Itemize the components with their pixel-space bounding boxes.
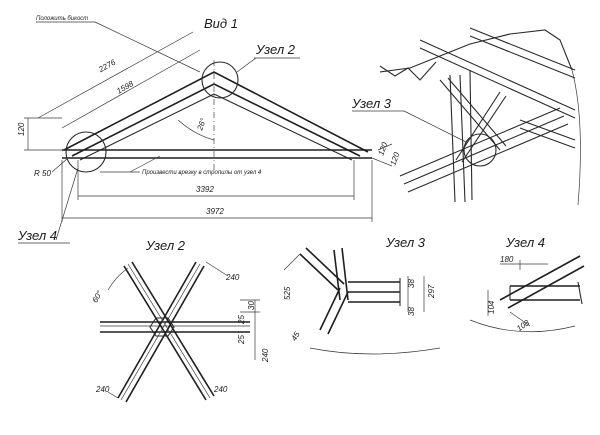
detail2-25a: 25 [237,315,246,325]
node3-circle [463,133,497,167]
rafter-outer [63,71,369,153]
detail3-45: 45 [289,330,302,343]
dim-2276: 2276 [96,57,117,74]
node4-circle [65,131,107,173]
dim-line-2276 [37,31,194,119]
dim-3972: 3972 [206,207,224,216]
dim-120-left: 120 [17,122,26,136]
dim-line-1598 [61,49,201,129]
rafter-inner [71,83,361,157]
detail-node2: Узел 2 60° 240 30 25 25 240 240 240 [90,238,270,403]
radius-label: R 50 [34,169,51,178]
detail2-30: 30 [247,301,256,310]
detail2-240-br: 240 [213,385,228,394]
detail3-525: 525 [283,286,292,300]
detail4-104: 104 [487,300,496,314]
dim-1598: 1598 [115,79,135,96]
detail2-title: Узел 2 [145,238,186,253]
detail3-297: 297 [427,284,436,299]
node2-circle [201,61,239,99]
view-title: Вид 1 [204,16,238,31]
note-top: Положить бикост [36,16,88,22]
label-node2: Узел 2 [255,42,296,57]
detail4-180: 180 [500,255,514,264]
detail2-240-tr: 240 [225,273,240,282]
detail3-title: Узел 3 [385,235,426,250]
detail2-240-bl: 240 [95,385,110,394]
note-mid: Произвести врезку в стропилы от узел 4 [142,170,262,176]
dim-120-right-a: 120 [376,141,389,157]
detail2-25b: 25 [237,335,246,345]
label-node4: Узел 4 [17,228,57,243]
angle-label: 26° [195,116,208,132]
dim-120-right-b: 120 [388,151,401,167]
detail4-title: Узел 4 [505,235,545,250]
detail-node4: Узел 4 180 104 108 [469,235,585,333]
detail3-38a: 38 [407,279,416,288]
detail2-60deg: 60° [90,289,104,305]
main-view: Вид 1 Положить бикост 2276 1598 26° 120 … [17,16,402,244]
detail2-240-r: 240 [261,348,270,363]
detail-node3: Узел 3 38 38 297 525 45 [283,235,441,355]
perspective-view: Узел 3 [351,27,581,206]
label-node3: Узел 3 [351,96,392,111]
dim-3392: 3392 [196,185,214,194]
detail3-38b: 38 [407,307,416,316]
